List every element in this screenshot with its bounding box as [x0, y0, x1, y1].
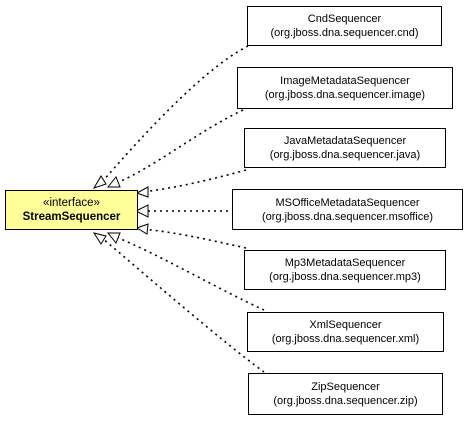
arrow-head-java	[135, 186, 149, 198]
class-package: (org.jboss.dna.sequencer.java)	[269, 149, 421, 161]
interface-name: StreamSequencer	[22, 211, 121, 223]
arrow-line-image	[115, 109, 244, 184]
arrow-line-mp3	[141, 228, 247, 249]
class-package: (org.jboss.dna.sequencer.msoffice)	[262, 210, 433, 223]
arrow-head-cnd	[92, 175, 107, 189]
class-msoffice-metadata-sequencer[interactable]: MSOfficeMetadataSequencer (org.jboss.dna…	[232, 189, 463, 230]
arrow-line-java	[141, 169, 247, 193]
arrow-head-msoffice	[134, 204, 149, 218]
arrow-head-zip	[92, 232, 107, 245]
class-name: XmlSequencer	[309, 319, 382, 331]
interface-stream-sequencer[interactable]: «interface» StreamSequencer	[5, 190, 138, 230]
arrow-head-xml	[106, 232, 121, 244]
arrow-head-image	[106, 176, 121, 188]
class-package: (org.jboss.dna.sequencer.xml)	[271, 333, 420, 345]
class-image-metadata-sequencer[interactable]: ImageMetadataSequencer (org.jboss.dna.se…	[237, 67, 453, 109]
class-package: (org.jboss.dna.sequencer.zip)	[273, 395, 418, 407]
class-name: JavaMetadataSequencer	[283, 135, 407, 147]
class-name: MSOfficeMetadataSequencer	[275, 196, 420, 209]
arrow-line-zip	[101, 237, 265, 373]
arrow-line-xml	[115, 236, 265, 311]
class-zip-sequencer[interactable]: ZipSequencer (org.jboss.dna.sequencer.zi…	[248, 373, 443, 415]
class-name: CndSequencer	[307, 13, 382, 25]
class-java-metadata-sequencer[interactable]: JavaMetadataSequencer (org.jboss.dna.seq…	[244, 128, 446, 168]
class-package: (org.jboss.dna.sequencer.image)	[264, 89, 426, 101]
class-package: (org.jboss.dna.sequencer.cnd)	[270, 27, 419, 39]
arrow-line-cnd	[101, 45, 249, 183]
class-mp3-metadata-sequencer[interactable]: Mp3MetadataSequencer (org.jboss.dna.sequ…	[244, 250, 446, 290]
class-name: ZipSequencer	[311, 381, 380, 393]
class-name: Mp3MetadataSequencer	[284, 257, 406, 269]
arrow-head-mp3	[135, 223, 149, 235]
class-xml-sequencer[interactable]: XmlSequencer (org.jboss.dna.sequencer.xm…	[247, 312, 444, 352]
class-package: (org.jboss.dna.sequencer.mp3)	[269, 271, 421, 283]
class-name: ImageMetadataSequencer	[280, 75, 410, 87]
interface-stereotype: «interface»	[43, 197, 100, 209]
class-cnd-sequencer[interactable]: CndSequencer (org.jboss.dna.sequencer.cn…	[247, 6, 442, 46]
